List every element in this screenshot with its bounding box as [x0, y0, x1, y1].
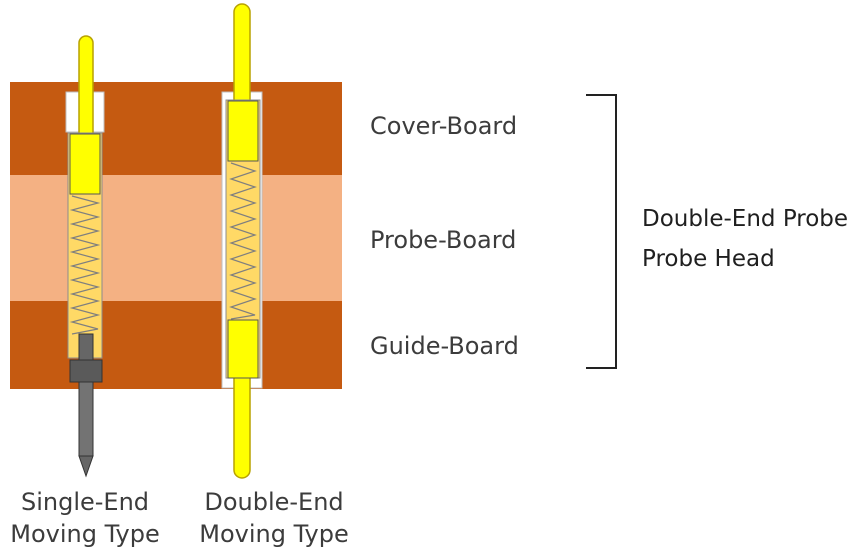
probe-board-label: Probe-Board	[370, 226, 517, 254]
probe-board	[10, 175, 342, 301]
double-end-caption-line1: Double-End	[204, 488, 344, 516]
double-end-top-head	[227, 100, 259, 162]
single-end-tip-collar	[69, 359, 103, 383]
bracket-label-probe-head: Probe Head	[642, 246, 775, 272]
bracket-label-double-end-probe: Double-End Probe	[642, 206, 849, 232]
single-end-spring	[69, 195, 101, 335]
single-end-top-plunger	[78, 35, 94, 147]
single-end-caption-line2: Moving Type	[10, 520, 160, 548]
guide-board	[10, 301, 342, 389]
single-end-tip-point	[78, 455, 94, 478]
probe-head-bracket	[586, 94, 617, 369]
single-end-probe	[65, 35, 105, 478]
double-end-caption-line2: Moving Type	[199, 520, 349, 548]
double-end-probe	[221, 3, 263, 479]
single-end-caption-line1: Single-End	[20, 488, 150, 516]
double-end-caption: Double-End Moving Type	[188, 486, 360, 550]
single-end-tip-shaft	[78, 381, 94, 457]
cover-board-label: Cover-Board	[370, 112, 518, 140]
guide-board-label: Guide-Board	[370, 332, 519, 360]
double-end-spring	[229, 162, 257, 320]
single-end-caption: Single-End Moving Type	[0, 486, 170, 550]
double-end-bottom-head	[227, 319, 259, 379]
cover-board	[10, 82, 342, 175]
single-end-plunger-head	[69, 133, 101, 195]
